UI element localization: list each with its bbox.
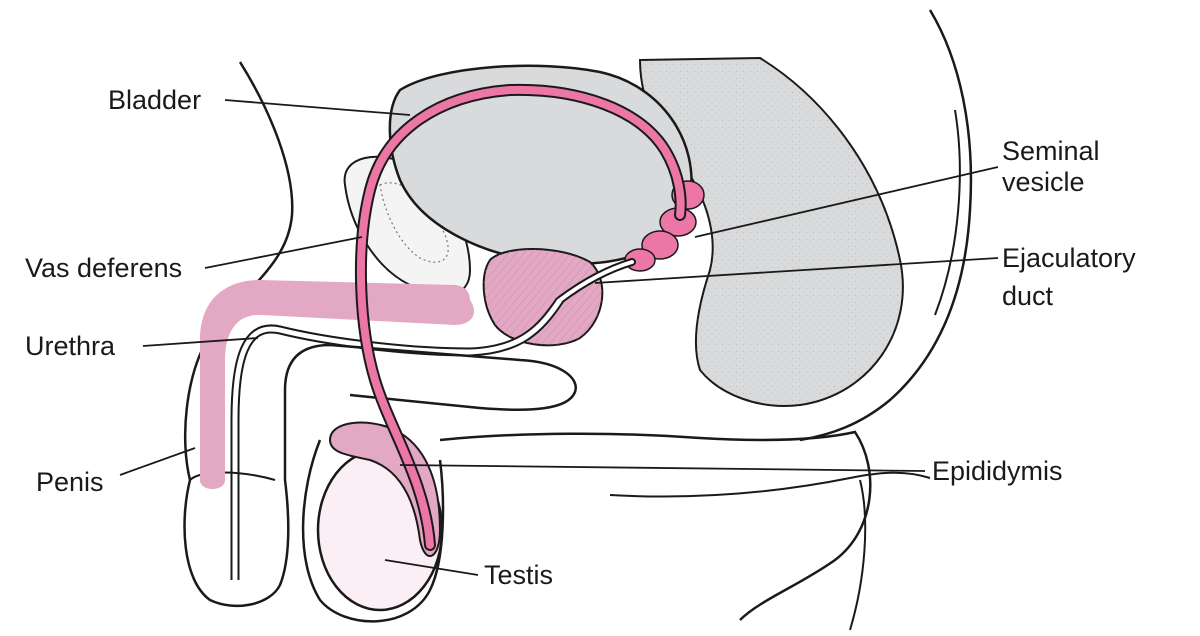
corpus-cavernosum xyxy=(200,280,475,489)
leader-testis xyxy=(384,559,479,576)
leader-seminal-vesicle xyxy=(694,166,999,238)
leader-ejaculatory-duct xyxy=(594,257,999,284)
penis-outline xyxy=(183,343,577,608)
label-seminal-vesicle-line1: Seminal xyxy=(1002,136,1100,166)
perineum-outline xyxy=(439,430,872,621)
label-testis: Testis xyxy=(484,560,554,590)
body-back-outline xyxy=(799,9,973,442)
leader-epididymis xyxy=(399,464,926,472)
label-seminal-vesicle-line2: vesicle xyxy=(1002,167,1085,197)
label-bladder: Bladder xyxy=(108,85,202,115)
thigh-outline xyxy=(609,471,931,498)
label-vas-deferens: Vas deferens xyxy=(25,253,183,283)
rectum-stipple xyxy=(640,58,903,406)
prostate-hatch xyxy=(483,248,603,346)
label-ejaculatory-duct-line2: duct xyxy=(1002,281,1054,311)
label-epididymis: Epididymis xyxy=(932,456,1063,486)
label-penis: Penis xyxy=(36,467,104,497)
leader-penis xyxy=(119,447,196,476)
leader-urethra xyxy=(142,337,259,347)
buttock-inner-outline xyxy=(934,109,961,316)
thigh-lower-outline xyxy=(849,479,867,631)
leader-bladder xyxy=(224,99,411,116)
label-urethra: Urethra xyxy=(25,331,116,361)
ejaculatory-duct-inner xyxy=(558,260,634,302)
label-ejaculatory-duct-line1: Ejaculatory xyxy=(1002,243,1136,273)
vas-deferens-fill xyxy=(356,85,685,549)
body-front-outline xyxy=(183,61,294,481)
leader-vas-deferens xyxy=(204,236,363,269)
urethra-inner xyxy=(232,298,563,580)
